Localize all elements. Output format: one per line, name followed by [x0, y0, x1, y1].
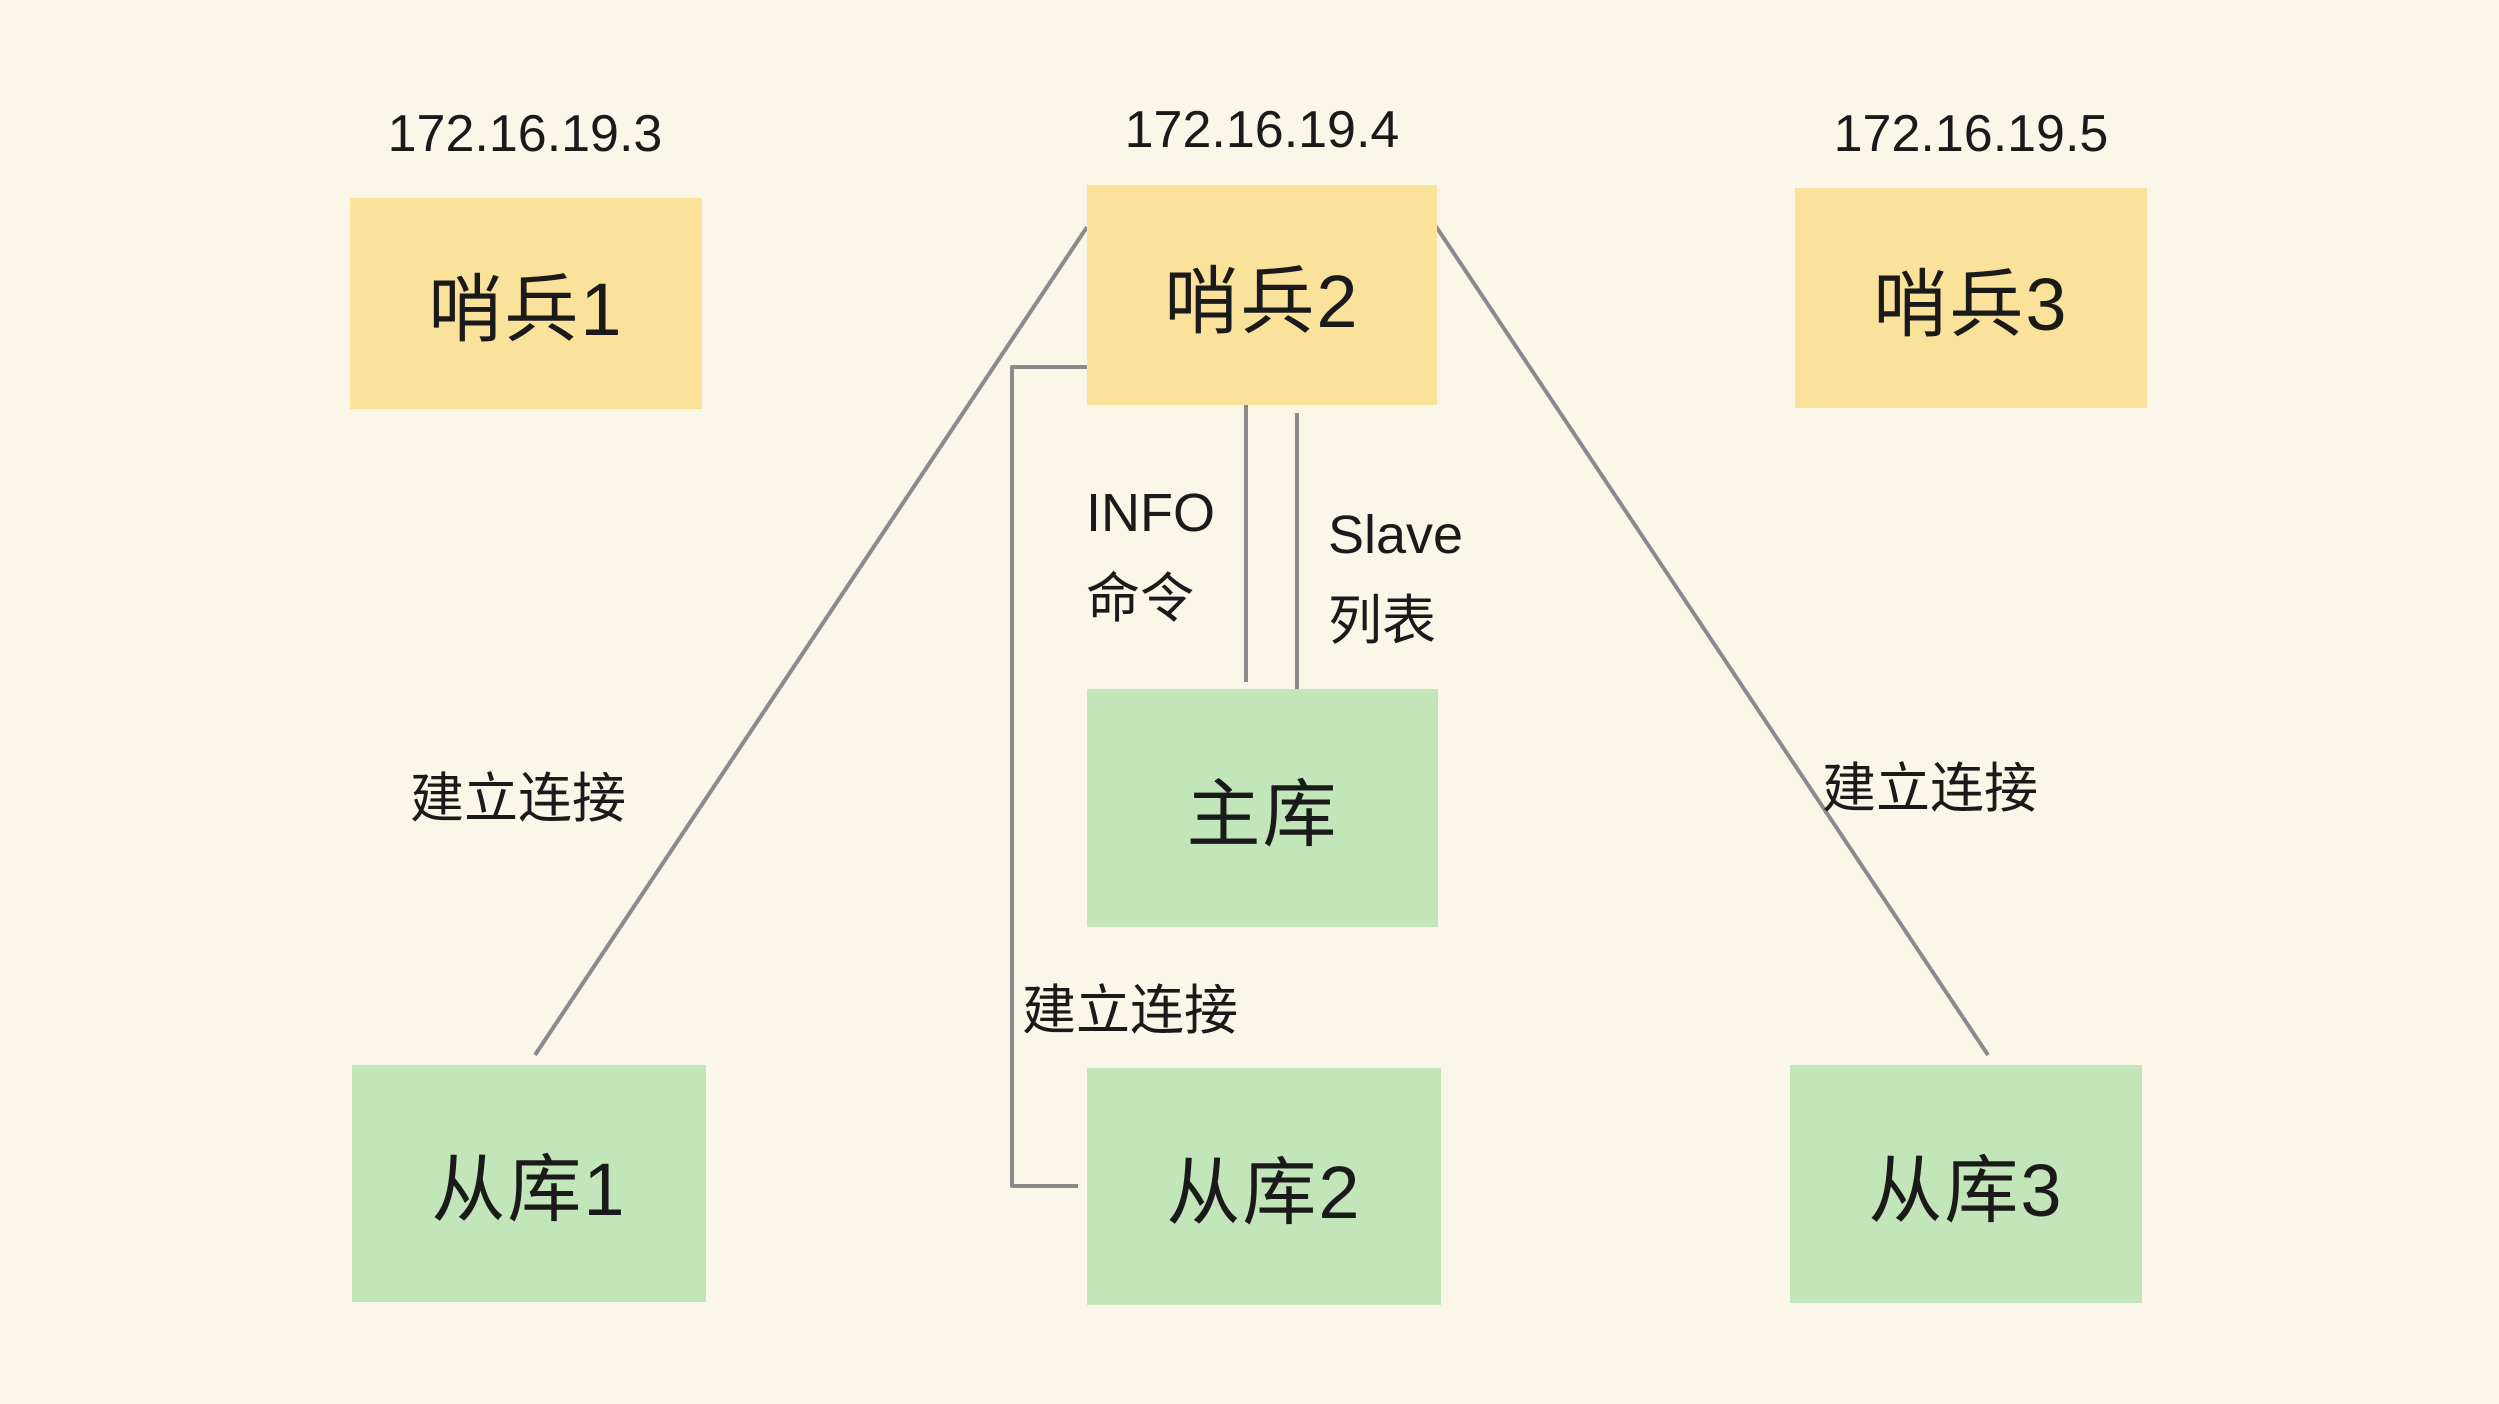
node-slave1-label: 从库1 — [431, 1148, 627, 1231]
edge-label-slave-list: Slave 列表 — [1328, 492, 1463, 664]
ip-label-sentinel3: 172.16.19.5 — [1833, 105, 2109, 163]
ip-label-sentinel2: 172.16.19.4 — [1124, 101, 1400, 159]
edge-label-connect-right: 建立连接 — [1822, 759, 2038, 819]
edge-label-connect-left: 建立连接 — [410, 769, 626, 829]
ip-label-sentinel1: 172.16.19.3 — [387, 105, 663, 163]
node-slave3: 从库3 — [1790, 1065, 2142, 1303]
connector-sentinel2-to-slave3 — [1433, 223, 1990, 1057]
node-slave3-label: 从库3 — [1868, 1148, 2064, 1232]
node-sentinel3-label: 哨兵3 — [1873, 262, 2069, 346]
edge-label-info-command-line2: 命令 — [1086, 569, 1194, 629]
connector-sentinel2-to-slave2-elbow — [1010, 365, 1087, 1188]
node-sentinel2: 哨兵2 — [1087, 185, 1437, 405]
edge-label-info-command-line1: INFO — [1086, 483, 1215, 543]
node-slave2: 从库2 — [1087, 1068, 1441, 1305]
node-slave1: 从库1 — [352, 1065, 706, 1302]
node-sentinel2-label: 哨兵2 — [1164, 259, 1360, 343]
edge-label-slave-list-line1: Slave — [1328, 505, 1464, 565]
node-master: 主库 — [1087, 689, 1438, 927]
node-sentinel1-label: 哨兵1 — [428, 268, 624, 351]
node-sentinel3: 哨兵3 — [1795, 188, 2147, 408]
edge-label-info-command: INFO 命令 — [1086, 470, 1215, 642]
edge-label-connect-middle: 建立连接 — [1022, 981, 1238, 1041]
node-slave2-label: 从库2 — [1166, 1151, 1362, 1234]
connector-sentinel2-to-slave1 — [533, 225, 1089, 1057]
node-master-label: 主库 — [1186, 772, 1339, 856]
node-sentinel1: 哨兵1 — [350, 198, 702, 409]
edge-label-slave-list-line2: 列表 — [1328, 591, 1436, 651]
